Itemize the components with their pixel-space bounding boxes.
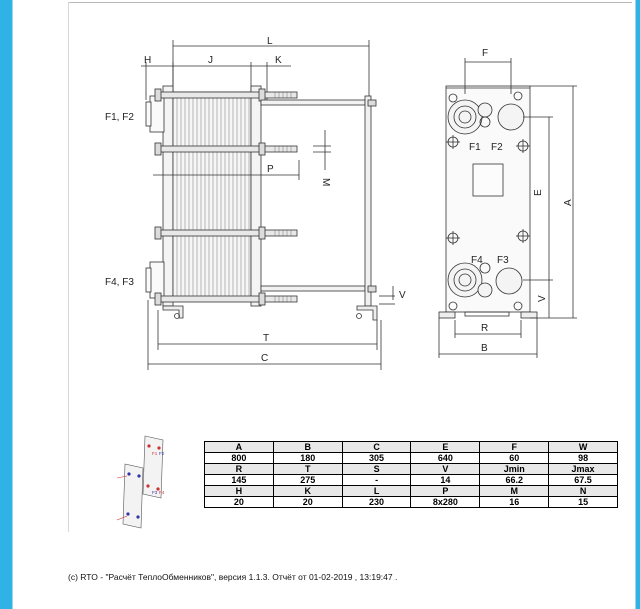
table-header-cell: E (410, 441, 481, 453)
plate-pack (172, 91, 252, 301)
label-f1: F1 (469, 142, 481, 153)
rear-foot (356, 305, 378, 321)
port-f4 (447, 262, 483, 298)
table-header-cell: N (548, 485, 618, 497)
table-header-cell: P (410, 485, 481, 497)
table-header-cell: S (341, 463, 412, 475)
label-e: E (533, 189, 544, 196)
table-header-cell: H (204, 485, 274, 497)
table-cell: 16 (479, 496, 550, 508)
table-cell: 60 (479, 452, 550, 464)
heat-exchanger-drawing: L H J K F1, F2 F4, F3 P M V T C F F1 F2 … (105, 36, 577, 370)
thumb-label-f2: F2 (159, 451, 165, 456)
table-header-cell: K (272, 485, 343, 497)
table-cell: 275 (272, 474, 343, 486)
table-cell: 67.5 (548, 474, 618, 486)
label-b: B (481, 343, 488, 354)
label-v: V (399, 290, 406, 301)
table-header-cell: Jmin (479, 463, 550, 475)
label-m: M (320, 178, 331, 186)
support-column (364, 95, 372, 307)
table-header-cell: V (410, 463, 481, 475)
page-border-top (68, 2, 632, 3)
label-h: H (144, 55, 151, 66)
report-footer: (c) RTO - "Расчёт ТеплоОбменников", верс… (68, 572, 398, 582)
label-l: L (267, 36, 273, 47)
table-header-cell: F (479, 441, 550, 453)
label-c: C (261, 353, 268, 364)
thumb-label-f4: F4 (159, 490, 165, 495)
table-cell: 20 (272, 496, 343, 508)
table-header-cell: C (341, 441, 412, 453)
fixed-plate (162, 85, 174, 307)
upper-guide-bar (260, 99, 366, 106)
table-header-cell: W (548, 441, 618, 453)
table-cell: 66.2 (479, 474, 550, 486)
table-cell: 15 (548, 496, 618, 508)
table-cell: 180 (272, 452, 343, 464)
plate-thumbnail: F1 F2 F3 F4 (116, 435, 165, 529)
table-cell: - (341, 474, 412, 486)
table-header-cell: M (479, 485, 550, 497)
thumb-label-f1: F1 (152, 451, 158, 456)
table-cell: 98 (548, 452, 618, 464)
table-header-cell: B (272, 441, 343, 453)
table-cell: 305 (341, 452, 412, 464)
label-f2: F2 (491, 142, 503, 153)
thumb-label-f3: F3 (152, 490, 158, 495)
label-p: P (267, 164, 274, 175)
port-f3 (495, 267, 523, 295)
report-page: L H J K F1, F2 F4, F3 P M V T C F F1 F2 … (12, 0, 636, 609)
label-f1f2: F1, F2 (105, 112, 134, 123)
label-r: R (481, 323, 488, 334)
label-j: J (208, 55, 213, 66)
pressure-plate (250, 85, 262, 307)
label-v-front: V (537, 295, 548, 302)
label-f3: F3 (497, 255, 509, 266)
table-header-cell: L (341, 485, 412, 497)
label-t: T (263, 333, 269, 344)
lower-guide-bar (260, 285, 366, 292)
thumb-plate-back (142, 435, 164, 499)
front-foot (162, 305, 184, 319)
table-cell: 230 (341, 496, 412, 508)
label-f4: F4 (471, 255, 483, 266)
label-f: F (482, 48, 488, 59)
page-border-left (68, 2, 69, 532)
table-cell: 14 (410, 474, 481, 486)
table-cell: 20 (204, 496, 274, 508)
port-f2 (497, 103, 525, 131)
table-header-cell: A (204, 441, 274, 453)
label-k: K (275, 55, 282, 66)
table-header-cell: T (272, 463, 343, 475)
thumb-plate-front (122, 463, 144, 529)
port-f1 (447, 99, 483, 135)
table-header-cell: R (204, 463, 274, 475)
table-cell: 145 (204, 474, 274, 486)
nameplate (472, 163, 504, 197)
table-header-cell: Jmax (548, 463, 618, 475)
label-f4f3: F4, F3 (105, 277, 134, 288)
table-cell: 640 (410, 452, 481, 464)
table-cell: 8x280 (410, 496, 481, 508)
nozzle-f1f2 (149, 95, 165, 133)
table-cell: 800 (204, 452, 274, 464)
label-a: A (563, 199, 574, 206)
